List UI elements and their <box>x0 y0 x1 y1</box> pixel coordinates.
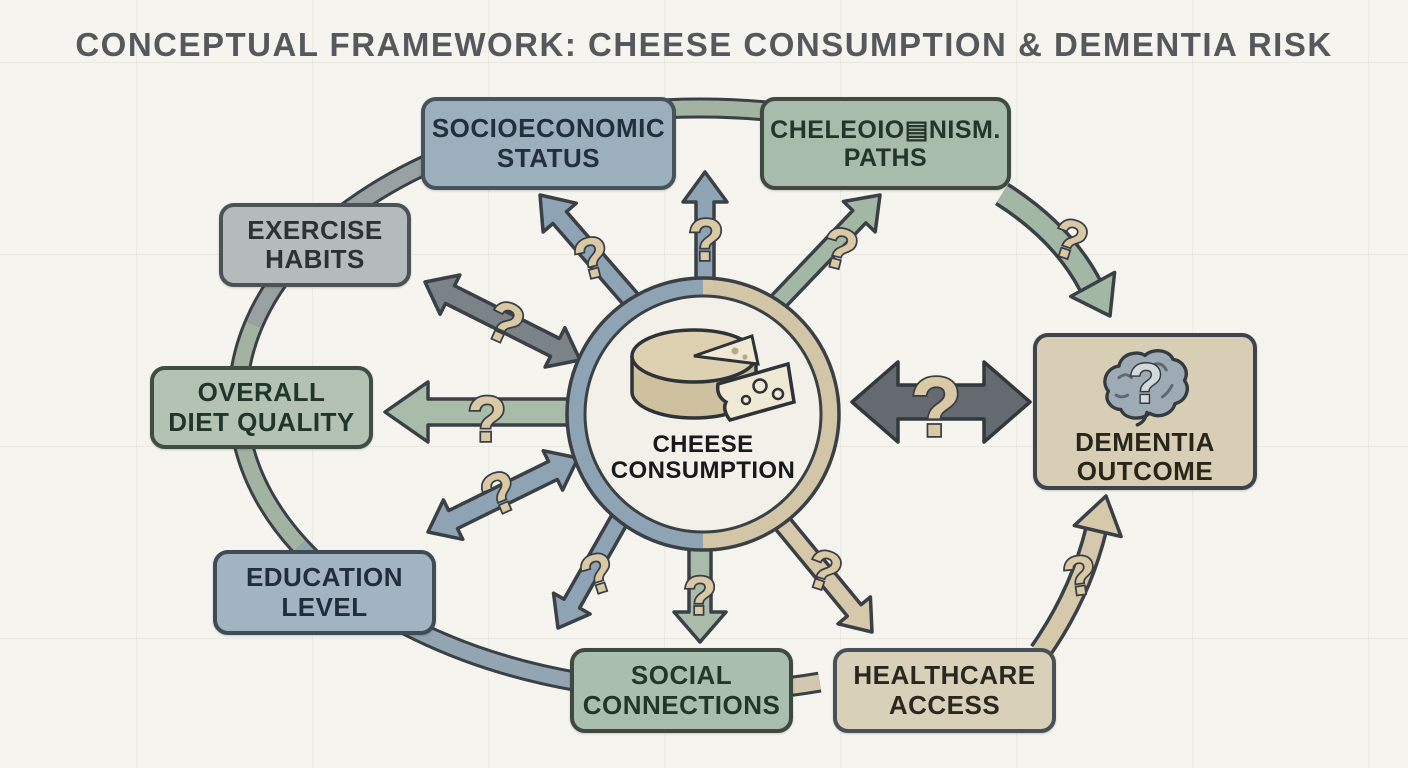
node-socioeconomic-status: SOCIOECONOMIC STATUS <box>421 97 676 190</box>
hub-ring-left <box>567 278 704 550</box>
node-healthcare-access: HEALTHCARE ACCESS <box>833 648 1056 733</box>
hub-outer-outline <box>565 276 841 552</box>
cheese-icon <box>630 328 796 422</box>
node-social-connections: SOCIAL CONNECTIONS <box>570 648 793 733</box>
node-label: DEMENTIA OUTCOME <box>1075 426 1215 486</box>
node-dementia-outcome: ? DEMENTIA OUTCOME <box>1033 333 1257 490</box>
hub-inner-outline <box>583 294 823 534</box>
arrow-cheese-to-socioeconomic <box>538 193 649 318</box>
arrow-mechanism-to-dementia <box>994 183 1117 318</box>
center-node-label: CHEESE CONSUMPTION <box>610 431 796 485</box>
node-mechanism-paths: CHELEOIO▤NISM. PATHS <box>760 97 1011 190</box>
arrow-cheese-to-mechanism <box>766 193 882 313</box>
question-mark: ? <box>910 360 961 454</box>
arrow-cheese-to-diet <box>383 380 572 444</box>
node-education-level: EDUCATION LEVEL <box>213 550 436 635</box>
page-title: CONCEPTUAL FRAMEWORK: CHEESE CONSUMPTION… <box>75 26 1333 63</box>
arrow-cheese-to-bottom-left <box>551 508 632 630</box>
node-label: EDUCATION LEVEL <box>245 562 404 622</box>
node-label: SOCIOECONOMIC STATUS <box>431 113 666 173</box>
arrow-healthcare-to-dementia <box>1030 494 1123 659</box>
question-mark: ? <box>816 214 864 283</box>
question-mark: ? <box>568 223 616 292</box>
arrow-cheese-to-social <box>672 543 728 644</box>
node-exercise-habits: EXERCISE HABITS <box>219 203 411 287</box>
node-overall-diet-quality: OVERALL DIET QUALITY <box>150 366 373 449</box>
node-label: HEALTHCARE ACCESS <box>853 660 1036 720</box>
node-label: SOCIAL CONNECTIONS <box>582 660 781 720</box>
brain-question-icon: ? <box>1103 349 1189 427</box>
arrowhead <box>1072 494 1123 539</box>
question-mark: ? <box>467 383 506 455</box>
node-label: EXERCISE HABITS <box>247 214 383 274</box>
arrow-cheese-dementia-bidirectional <box>850 360 1032 444</box>
node-label: CHELEOIO▤NISM. PATHS <box>770 115 1001 172</box>
arrowhead <box>1069 270 1117 318</box>
arrow-cheese-to-healthcare <box>769 510 874 634</box>
question-mark: ? <box>684 566 717 626</box>
question-mark: ? <box>688 208 723 273</box>
node-label: OVERALL DIET QUALITY <box>168 377 355 437</box>
question-mark: ? <box>1129 352 1163 415</box>
hub-ring-right <box>702 278 839 550</box>
